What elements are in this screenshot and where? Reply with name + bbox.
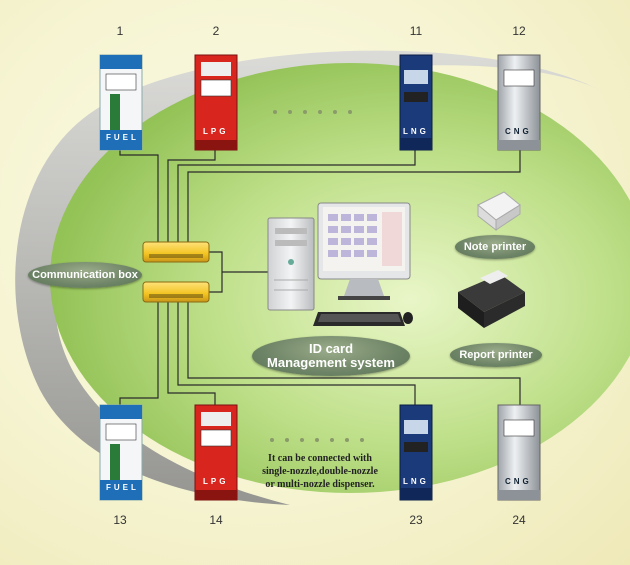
dispenser-number: 1 [116, 24, 124, 38]
dots-top [273, 110, 352, 114]
communication-box-lower [142, 281, 210, 303]
note-line-3: or multi-nozzle dispenser. [265, 479, 375, 490]
pc-tower [267, 217, 315, 311]
report-printer-label: Report printer [450, 343, 542, 367]
dispenser-label: CNG [505, 477, 532, 486]
note-line-2: single-nozzle,double-nozzle [262, 466, 378, 477]
note-printer-label: Note printer [455, 235, 535, 259]
dispenser-12-cng [497, 54, 541, 151]
dots-bottom [270, 438, 364, 442]
dispenser-number: 11 [409, 24, 423, 38]
dispenser-1-fuel [99, 54, 143, 151]
connection-lines [119, 150, 521, 405]
dispenser-label: FUEL [106, 483, 139, 492]
dispenser-number: 24 [512, 513, 526, 527]
note-printer [477, 191, 521, 232]
dispenser-number: 2 [212, 24, 220, 38]
dispenser-23-lng [399, 404, 433, 501]
dispenser-label: LNG [403, 127, 429, 136]
dispenser-label: CNG [505, 127, 532, 136]
communication-box-label: Communication box [28, 262, 142, 288]
keyboard [313, 312, 413, 326]
dispenser-label: LPG [203, 127, 229, 136]
management-system-label: ID card Management system [252, 336, 410, 376]
dispenser-number: 23 [409, 513, 423, 527]
dispenser-label: FUEL [106, 133, 139, 142]
management-line-1: ID card [308, 341, 354, 356]
management-line-2: Management system [267, 355, 395, 370]
dispenser-2-lpg [194, 54, 238, 151]
dispenser-11-lng [399, 54, 433, 151]
dispenser-14-lpg [194, 404, 238, 501]
dispenser-label: LNG [403, 477, 429, 486]
dispenser-number: 13 [113, 513, 127, 527]
dispenser-13-fuel [99, 404, 143, 501]
note-line-1: It can be connected with [268, 453, 372, 464]
report-printer [458, 270, 525, 328]
dispenser-number: 12 [512, 24, 526, 38]
dispenser-number: 14 [209, 513, 223, 527]
communication-box-upper [142, 241, 210, 263]
dispenser-label: LPG [203, 477, 229, 486]
connection-note: It can be connected with single-nozzle,d… [240, 452, 400, 491]
dispenser-24-cng [497, 404, 541, 501]
monitor [317, 202, 411, 300]
